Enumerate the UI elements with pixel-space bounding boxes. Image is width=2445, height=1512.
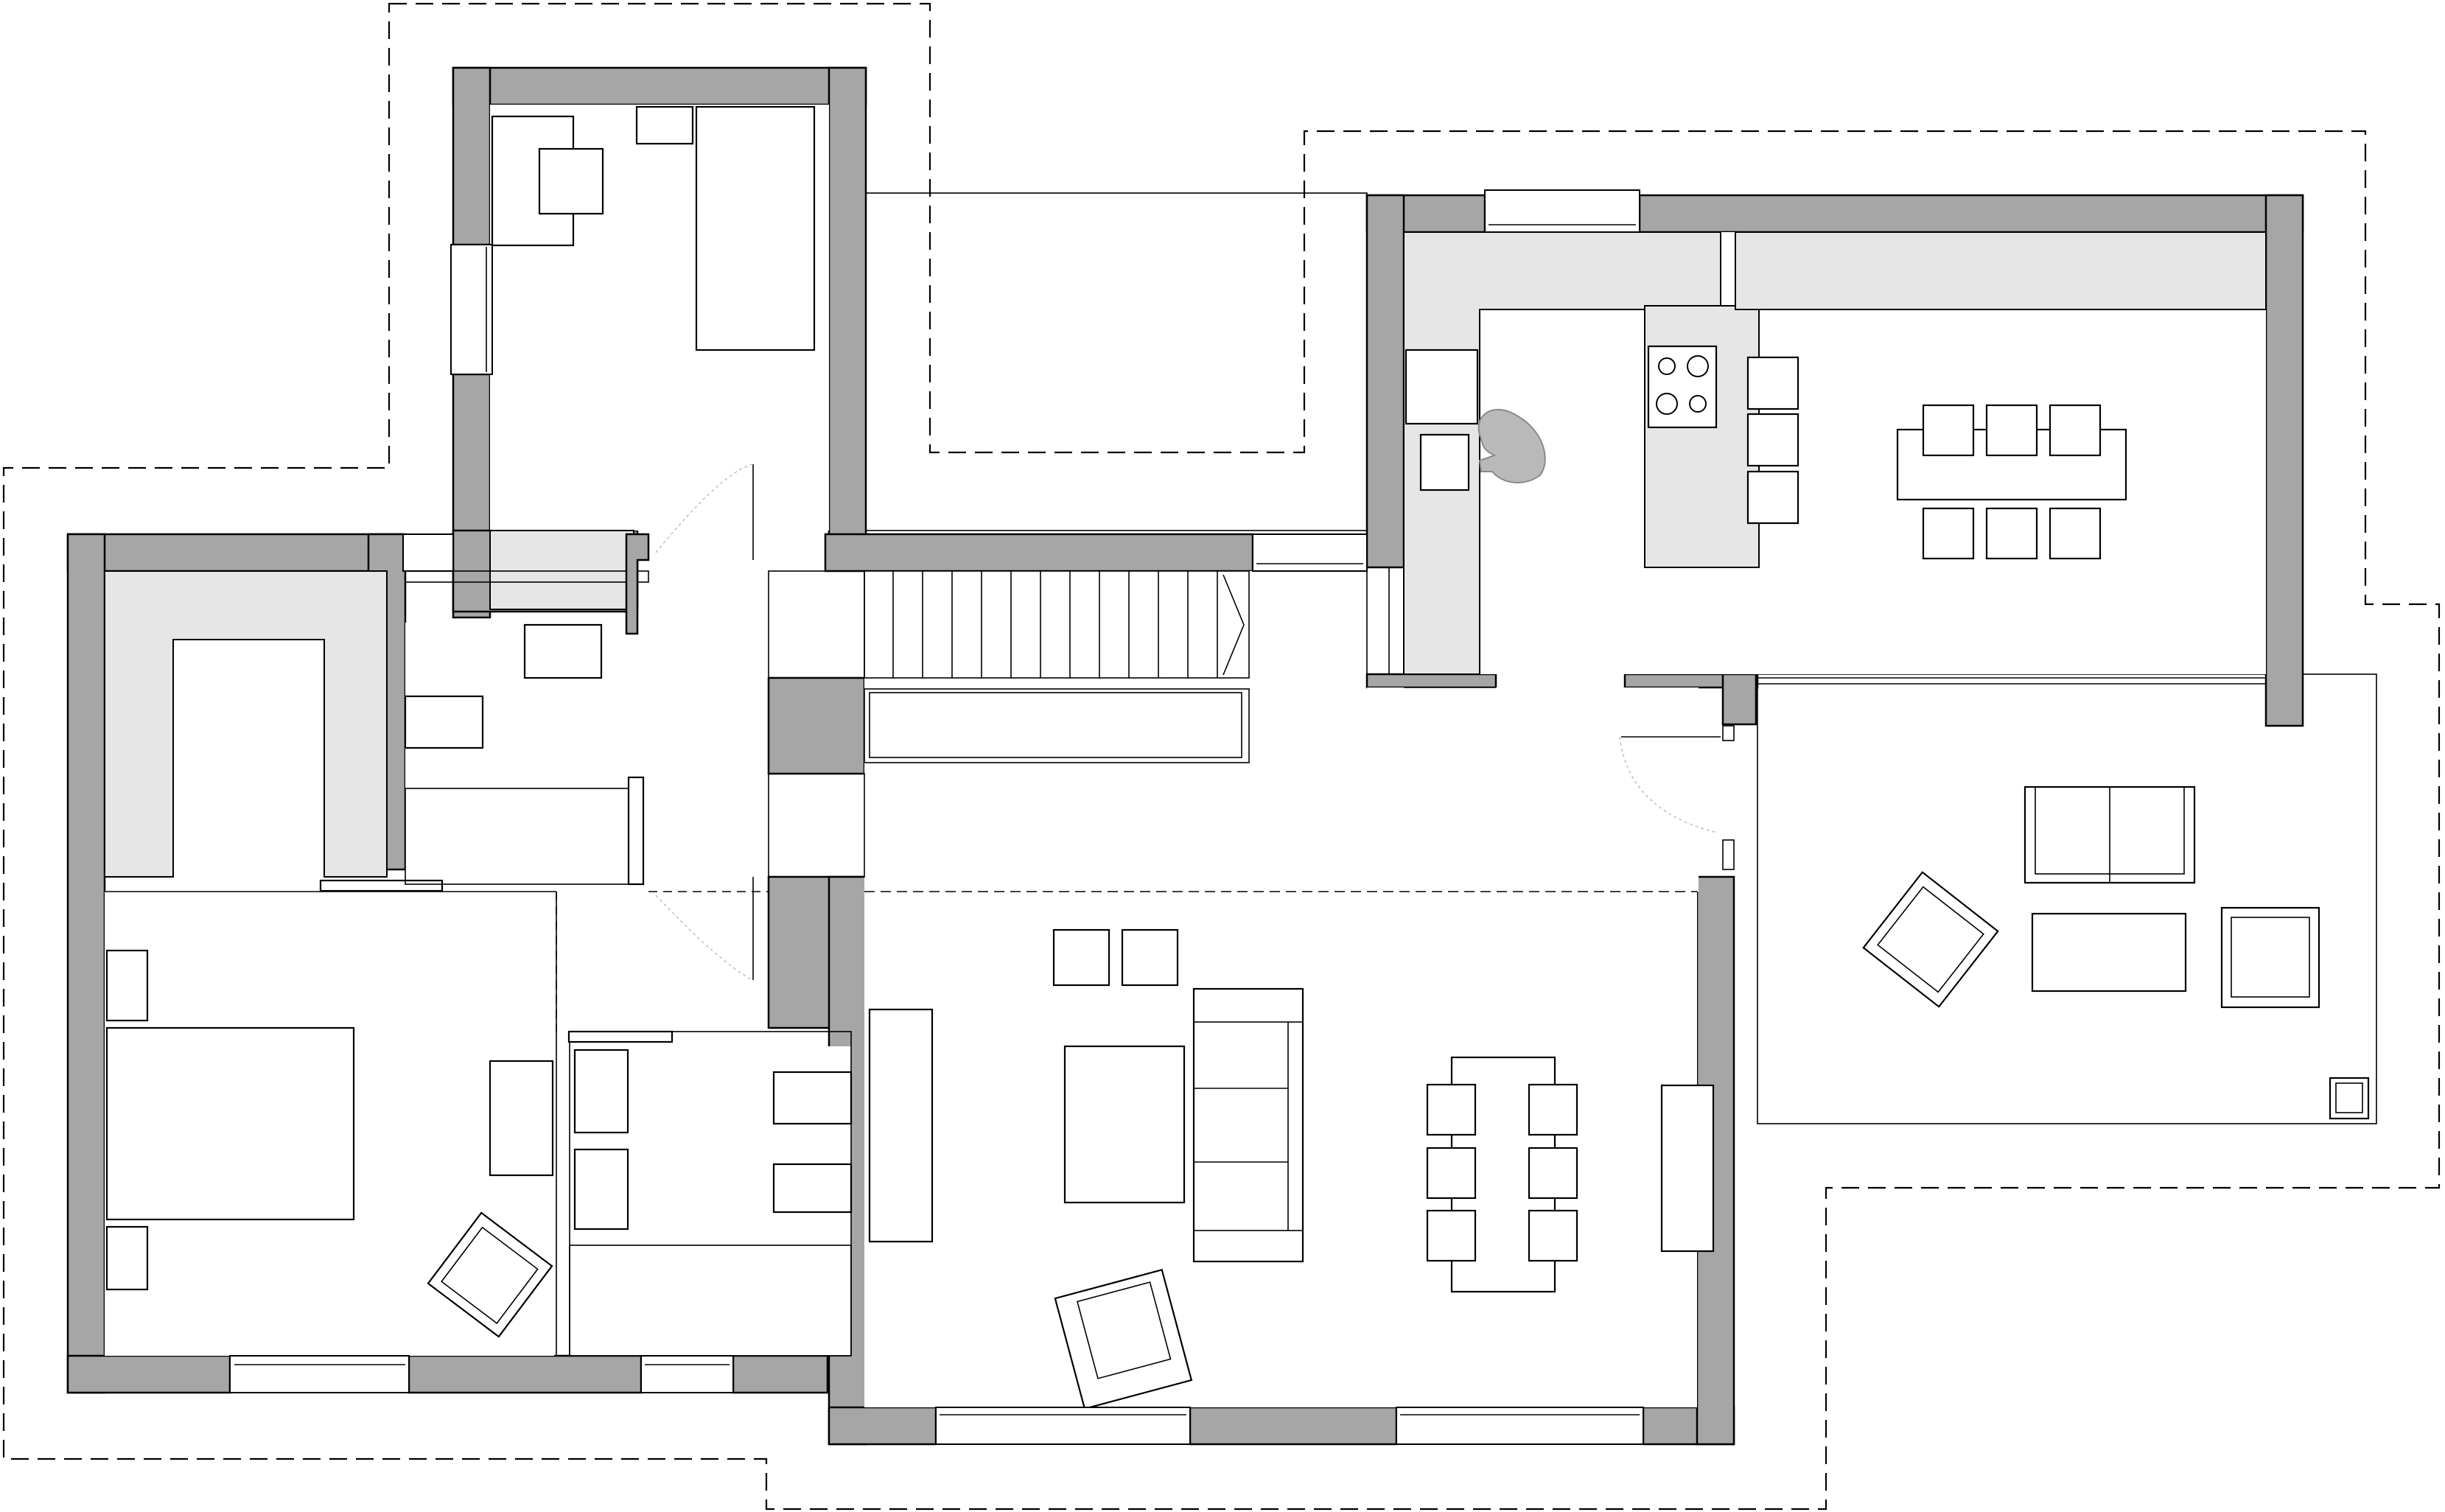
dining-room <box>1757 404 2266 685</box>
master-bedroom <box>105 892 557 1393</box>
bathroom-utility <box>404 533 865 886</box>
prep-sink <box>1419 433 1470 491</box>
walls <box>66 66 2304 1446</box>
sideboard-living <box>868 1008 934 1243</box>
north-bedroom <box>450 105 816 610</box>
coffee-table <box>1063 1045 1186 1204</box>
kitchen-island <box>1644 305 1760 568</box>
partition <box>627 776 645 886</box>
patio-furniture <box>1862 785 2370 1120</box>
armchair-living <box>1054 1268 1193 1410</box>
outdoor-armchair-right <box>2220 906 2320 1009</box>
bedside-table <box>635 105 694 145</box>
living-room <box>864 891 1715 1445</box>
dining-table-living <box>1426 1056 1578 1293</box>
window-west <box>450 244 493 375</box>
bedside-table-2 <box>105 1225 149 1291</box>
double-bed <box>105 1026 355 1221</box>
patio-deck <box>1757 673 2377 1124</box>
ensuite-toilet <box>772 1163 853 1214</box>
kitchen <box>1403 189 2267 675</box>
stair-void <box>864 688 1250 763</box>
ottoman-1 <box>1052 928 1110 987</box>
cabinet-1 <box>573 1049 629 1134</box>
stair-arrow-icon <box>1222 574 1245 676</box>
sideboard <box>1735 231 2267 310</box>
wardrobe <box>489 530 634 610</box>
terrace-door <box>1252 533 1368 572</box>
person-figure-icon <box>1477 409 1546 484</box>
bedroom-window <box>229 1355 410 1393</box>
staircase <box>864 570 1250 763</box>
u-shaped-counter <box>104 570 388 878</box>
console-table <box>1660 1084 1715 1253</box>
hob-burners-icon <box>1647 345 1718 429</box>
sink <box>523 623 603 679</box>
armchair-bedroom <box>427 1211 553 1338</box>
outdoor-table <box>2031 912 2187 993</box>
ensuite-window <box>640 1355 734 1393</box>
stair-treads <box>892 571 1218 678</box>
bar-stools <box>1746 356 1799 525</box>
kitchen-window <box>1484 189 1640 233</box>
west-study <box>104 570 556 892</box>
toilet <box>404 695 484 749</box>
dresser <box>489 1060 554 1177</box>
living-window-1 <box>935 1407 1191 1445</box>
sofa-living <box>1192 987 1304 1263</box>
bedside-table-1 <box>105 949 149 1022</box>
kitchen-sink <box>1405 349 1479 425</box>
living-window-2 <box>1396 1407 1644 1445</box>
ottoman-2 <box>1121 928 1179 987</box>
ensuite-sink <box>772 1071 853 1125</box>
bed-single <box>695 105 816 351</box>
ensuite <box>567 1030 853 1393</box>
outdoor-armchair-left <box>1862 871 1999 1008</box>
terrace-deck <box>861 192 1368 531</box>
hallway <box>402 533 1735 1032</box>
sliding-door <box>567 1030 674 1043</box>
desk-chair <box>538 147 604 215</box>
cabinet-2 <box>573 1148 629 1231</box>
